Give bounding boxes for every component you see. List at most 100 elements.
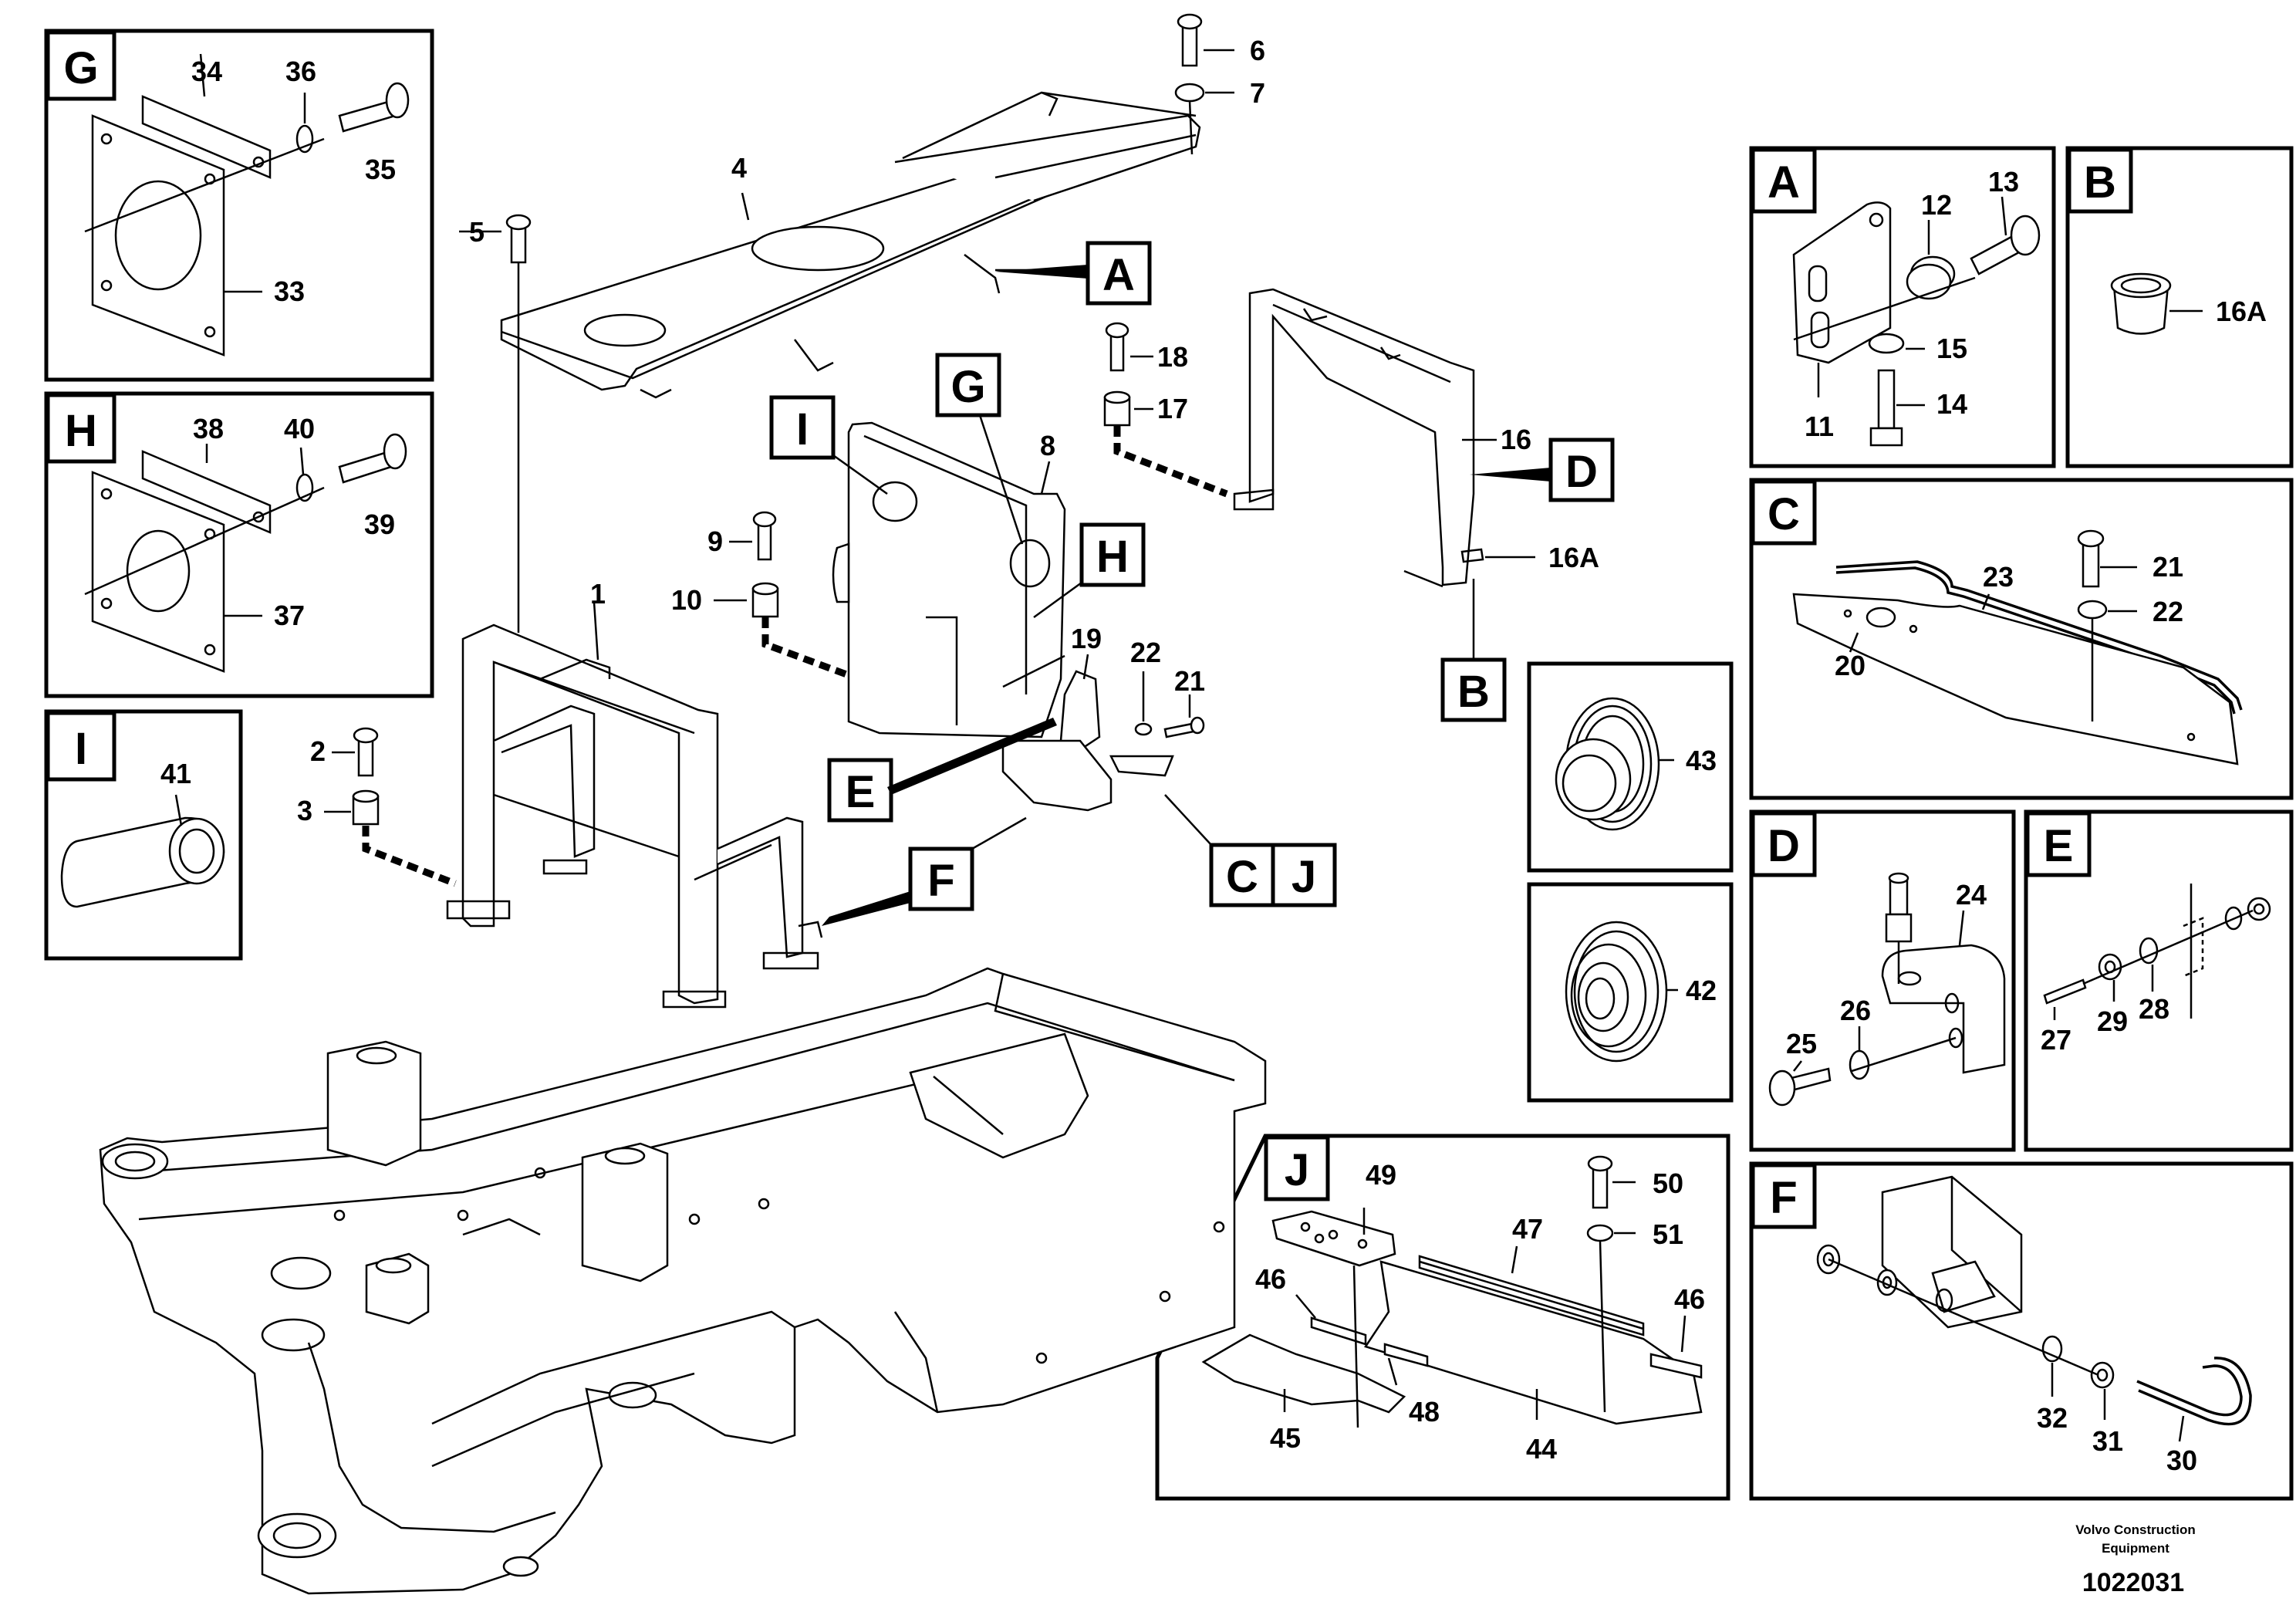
washer-22	[2077, 600, 2108, 620]
bolt-50	[1587, 1155, 1613, 1209]
plate-44	[1364, 1260, 1703, 1425]
bushing-16a	[2110, 272, 2172, 335]
bolt-5	[505, 214, 532, 264]
detail-c: C 23 20 21 22	[1749, 478, 2294, 800]
washer-28	[2139, 937, 2159, 965]
svg-text:51: 51	[1653, 1218, 1683, 1250]
svg-text:35: 35	[365, 154, 396, 185]
bolt-18	[1105, 322, 1129, 372]
stud-27	[2043, 978, 2087, 1005]
svg-text:16A: 16A	[1548, 542, 1599, 573]
strip-46-right	[1649, 1353, 1703, 1379]
svg-text:46: 46	[1674, 1283, 1705, 1315]
bolt-21-main	[1163, 716, 1205, 738]
svg-text:G: G	[950, 362, 985, 412]
bar-38	[141, 450, 272, 534]
svg-text:49: 49	[1366, 1159, 1396, 1191]
svg-text:12: 12	[1921, 189, 1952, 221]
washers-e-right	[2224, 897, 2271, 931]
gasket-plate-37	[91, 471, 225, 673]
svg-text:5: 5	[469, 216, 485, 248]
svg-text:2: 2	[310, 735, 326, 767]
svg-text:44: 44	[1526, 1433, 1557, 1465]
svg-text:6: 6	[1250, 35, 1265, 66]
svg-text:19: 19	[1071, 623, 1102, 654]
detail-c-letter: C	[1768, 489, 1800, 539]
ref-i: I	[769, 395, 888, 495]
svg-text:46: 46	[1255, 1263, 1286, 1295]
svg-text:E: E	[846, 767, 876, 817]
plate-49	[1271, 1210, 1396, 1267]
svg-text:11: 11	[1805, 411, 1834, 442]
washer-51	[1586, 1224, 1614, 1242]
detail-d: D 24 26 25	[1749, 809, 2016, 1152]
ref-g: G	[935, 353, 1024, 545]
detail-a-letter: A	[1768, 157, 1800, 208]
detail-42: 42	[1527, 882, 1734, 1103]
svg-text:22: 22	[2152, 596, 2183, 627]
screw-13	[1970, 215, 2041, 275]
svg-text:8: 8	[1040, 430, 1055, 461]
ref-d: D	[1470, 438, 1615, 502]
spacer-17	[1103, 390, 1131, 427]
washer-15	[1868, 333, 1905, 354]
detail-g-letter: G	[63, 43, 98, 93]
detail-43: 43	[1527, 661, 1734, 873]
svg-text:7: 7	[1250, 77, 1265, 109]
detail-i: I 41	[44, 709, 243, 961]
detail-e-letter: E	[2044, 821, 2074, 871]
svg-text:29: 29	[2097, 1005, 2128, 1037]
bracket-e	[2183, 884, 2204, 1019]
washer-7	[1174, 83, 1205, 103]
screw-39	[338, 433, 407, 484]
svg-text:21: 21	[1174, 665, 1205, 697]
bolt-2	[353, 727, 379, 777]
svg-text:J: J	[1292, 852, 1316, 902]
svg-text:15: 15	[1936, 333, 1967, 364]
grommet-43	[1555, 697, 1660, 831]
plate-45	[1201, 1333, 1406, 1414]
drawing-number: 1022031	[2082, 1568, 2184, 1597]
svg-text:42: 42	[1686, 975, 1717, 1006]
edge-trim-41	[60, 816, 225, 908]
detail-i-letter: I	[75, 724, 87, 774]
svg-text:22: 22	[1130, 637, 1161, 668]
svg-text:A: A	[1102, 250, 1135, 300]
bracket-f	[1881, 1175, 2023, 1329]
svg-text:27: 27	[2041, 1024, 2071, 1056]
svg-text:F: F	[927, 856, 954, 906]
svg-text:C: C	[1226, 852, 1258, 902]
ref-f: F	[822, 816, 1027, 926]
detail-e: E 27 29 28	[2024, 809, 2294, 1152]
washer-f-b	[1876, 1269, 1898, 1296]
detail-d-letter: D	[1768, 821, 1800, 871]
svg-text:37: 37	[274, 600, 305, 631]
svg-text:13: 13	[1988, 166, 2019, 198]
seal-47	[1418, 1255, 1645, 1336]
plate-20	[1792, 593, 2239, 765]
detail-a: A 11 12 13 15 14	[1749, 146, 2056, 468]
svg-text:40: 40	[284, 413, 315, 444]
ref-h: H	[1033, 522, 1146, 619]
ref-e: E	[827, 718, 1057, 823]
svg-text:16: 16	[1501, 424, 1531, 455]
spacer-3	[352, 789, 380, 826]
detail-h: H 38 40 39 37	[44, 391, 434, 698]
grommet-42	[1565, 921, 1668, 1063]
spacer-10	[751, 582, 779, 618]
ref-cj: C J	[1164, 794, 1337, 907]
svg-text:18: 18	[1157, 341, 1188, 373]
bolt-6	[1177, 13, 1203, 67]
svg-text:14: 14	[1936, 388, 1967, 420]
svg-text:33: 33	[274, 275, 305, 307]
svg-text:3: 3	[297, 795, 312, 826]
detail-j-letter: J	[1285, 1145, 1309, 1195]
washer-32	[2041, 1335, 2063, 1363]
strip-48	[1383, 1343, 1429, 1367]
support-16	[1233, 288, 1484, 588]
svg-text:45: 45	[1270, 1422, 1301, 1454]
washer-22-main	[1134, 722, 1153, 736]
panel-8	[832, 421, 1066, 738]
svg-text:21: 21	[2152, 551, 2183, 583]
chassis-frame	[99, 967, 1267, 1595]
